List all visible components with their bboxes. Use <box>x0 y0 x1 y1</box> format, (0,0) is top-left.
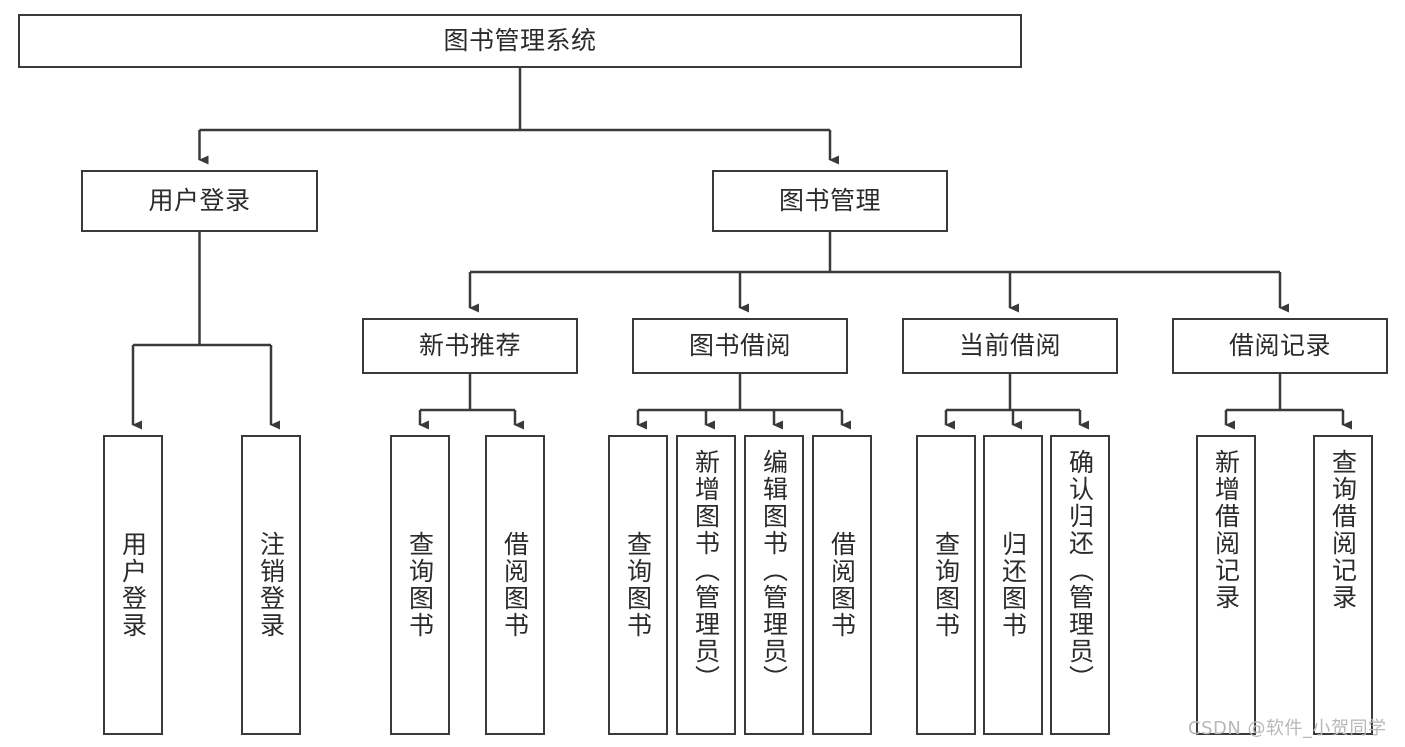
node-leaf-query-record[interactable]: 查询借阅记录 <box>1313 435 1373 735</box>
node-label: 图书借阅 <box>688 331 791 361</box>
node-leaf-add-record[interactable]: 新增借阅记录 <box>1196 435 1256 735</box>
node-label: 当前借阅 <box>958 331 1061 361</box>
node-label: 用户登录 <box>118 531 148 639</box>
node-label: 借阅图书 <box>827 531 857 639</box>
csdn-watermark: CSDN @软件_小贺同学 <box>1188 718 1387 739</box>
node-current-borrow[interactable]: 当前借阅 <box>902 318 1118 374</box>
node-label: 借阅记录 <box>1228 331 1331 361</box>
node-leaf-edit-book[interactable]: 编辑图书（管理员） <box>744 435 804 735</box>
node-book-manage[interactable]: 图书管理 <box>712 170 948 232</box>
node-leaf-add-book[interactable]: 新增图书（管理员） <box>676 435 736 735</box>
node-leaf-query-book-3[interactable]: 查询图书 <box>916 435 976 735</box>
node-leaf-return-book[interactable]: 归还图书 <box>983 435 1043 735</box>
node-leaf-borrow-book-2[interactable]: 借阅图书 <box>812 435 872 735</box>
node-label: 图书管理系统 <box>443 26 597 56</box>
node-leaf-borrow-book-1[interactable]: 借阅图书 <box>485 435 545 735</box>
node-leaf-user-login[interactable]: 用户登录 <box>103 435 163 735</box>
node-label: 注销登录 <box>256 531 286 639</box>
node-label: 查询图书 <box>623 531 653 639</box>
node-leaf-user-logout[interactable]: 注销登录 <box>241 435 301 735</box>
node-root[interactable]: 图书管理系统 <box>18 14 1022 68</box>
node-label: 新增图书（管理员） <box>691 449 721 692</box>
node-leaf-query-book-2[interactable]: 查询图书 <box>608 435 668 735</box>
node-label: 查询图书 <box>405 531 435 639</box>
node-leaf-query-book-1[interactable]: 查询图书 <box>390 435 450 735</box>
node-label: 查询借阅记录 <box>1328 449 1358 611</box>
node-label: 确认归还（管理员） <box>1065 449 1095 692</box>
node-borrow-record[interactable]: 借阅记录 <box>1172 318 1388 374</box>
node-label: 图书管理 <box>778 186 881 216</box>
node-leaf-confirm-return[interactable]: 确认归还（管理员） <box>1050 435 1110 735</box>
node-user-login[interactable]: 用户登录 <box>81 170 318 232</box>
node-label: 新增借阅记录 <box>1211 449 1241 611</box>
node-label: 新书推荐 <box>418 331 521 361</box>
node-label: 借阅图书 <box>500 531 530 639</box>
node-label: 归还图书 <box>998 531 1028 639</box>
node-label: 用户登录 <box>148 186 251 216</box>
node-new-book-recommend[interactable]: 新书推荐 <box>362 318 578 374</box>
node-book-borrow[interactable]: 图书借阅 <box>632 318 848 374</box>
node-label: 查询图书 <box>931 531 961 639</box>
node-label: 编辑图书（管理员） <box>759 449 789 692</box>
